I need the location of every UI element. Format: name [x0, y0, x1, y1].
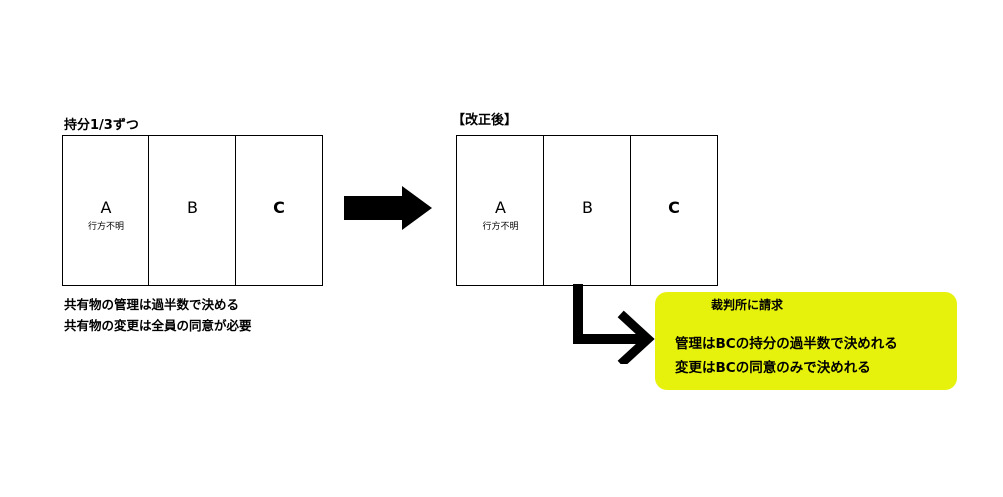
left-box-c-letter: C — [273, 198, 285, 217]
callout-line-1: 管理はBCの持分の過半数で決めれる — [675, 336, 898, 352]
left-box-b-letter: B — [187, 198, 198, 217]
left-note-2: 共有物の変更は全員の同意が必要 — [64, 318, 252, 333]
right-box-c: C — [630, 135, 718, 286]
left-box-b: B — [148, 135, 237, 286]
callout-line-2: 変更はBCの同意のみで決めれる — [675, 360, 871, 376]
right-box-c-letter: C — [668, 198, 680, 217]
right-box-b-letter: B — [582, 198, 593, 217]
left-diagram-title: 持分1/3ずつ — [64, 118, 139, 133]
right-box-a-sub: 行方不明 — [482, 222, 519, 232]
left-box-a-sub: 行方不明 — [87, 222, 124, 232]
arrow-right-icon — [344, 186, 432, 230]
left-box-a: A 行方不明 — [62, 135, 150, 286]
right-box-b: B — [543, 135, 632, 286]
right-diagram-title: 【改正後】 — [452, 113, 518, 128]
right-box-a-letter: A — [495, 198, 506, 217]
callout-heading: 裁判所に請求 — [711, 298, 784, 312]
callout-box: 裁判所に請求 管理はBCの持分の過半数で決めれる 変更はBCの同意のみで決めれる — [655, 292, 957, 390]
right-box-a: A 行方不明 — [456, 135, 545, 286]
left-box-a-letter: A — [100, 198, 112, 217]
elbow-arrow-icon — [573, 284, 655, 364]
left-note-1: 共有物の管理は過半数で決める — [64, 297, 240, 312]
left-box-c: C — [235, 135, 323, 286]
